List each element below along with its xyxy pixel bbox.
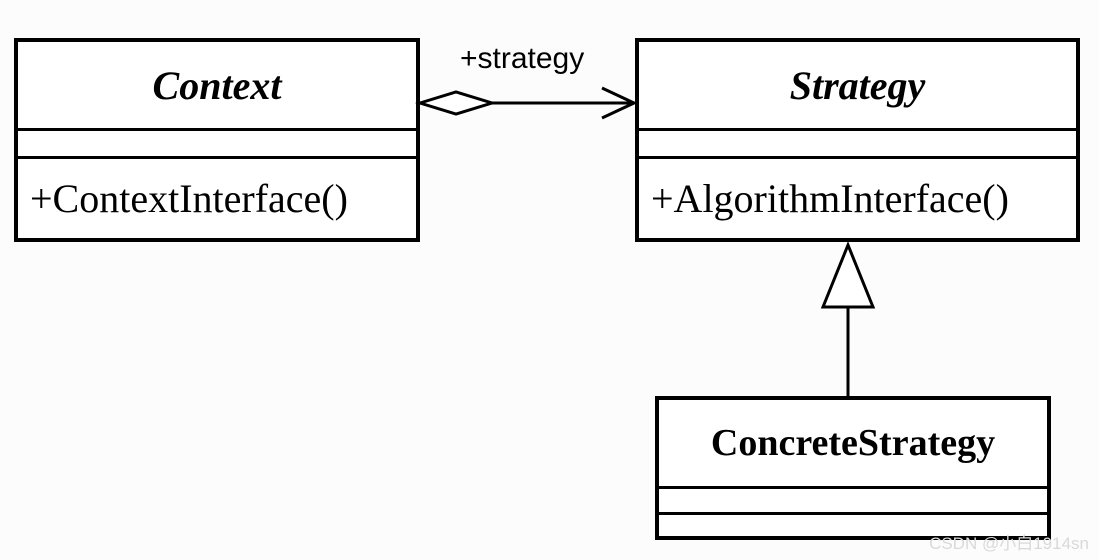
strategy-class-name: Strategy: [789, 62, 926, 108]
concrete-strategy-class-box: ConcreteStrategy: [655, 396, 1051, 540]
context-attributes-compartment: [18, 128, 416, 156]
aggregation-connector: [414, 86, 638, 120]
strategy-operations-compartment: +AlgorithmInterface(): [639, 156, 1076, 238]
context-class-name: Context: [152, 62, 282, 108]
context-operations-compartment: +ContextInterface(): [18, 156, 416, 238]
context-class-box: Context +ContextInterface(): [14, 38, 420, 242]
concrete-strategy-operations-compartment: [659, 512, 1047, 536]
algorithm-interface-operation: +AlgorithmInterface(): [651, 175, 1009, 221]
aggregation-role-label: +strategy: [460, 42, 585, 75]
generalization-connector: [820, 240, 876, 396]
concrete-strategy-class-name: ConcreteStrategy: [710, 422, 996, 464]
context-interface-operation: +ContextInterface(): [30, 175, 348, 221]
strategy-class-box: Strategy +AlgorithmInterface(): [635, 38, 1080, 242]
concrete-strategy-attributes-compartment: [659, 486, 1047, 512]
strategy-attributes-compartment: [639, 128, 1076, 156]
generalization-triangle-icon: [820, 240, 876, 309]
navigability-arrowhead-icon: [601, 86, 638, 120]
aggregation-diamond-icon: [414, 90, 498, 116]
watermark: CSDN @小白1914sn: [929, 534, 1089, 553]
